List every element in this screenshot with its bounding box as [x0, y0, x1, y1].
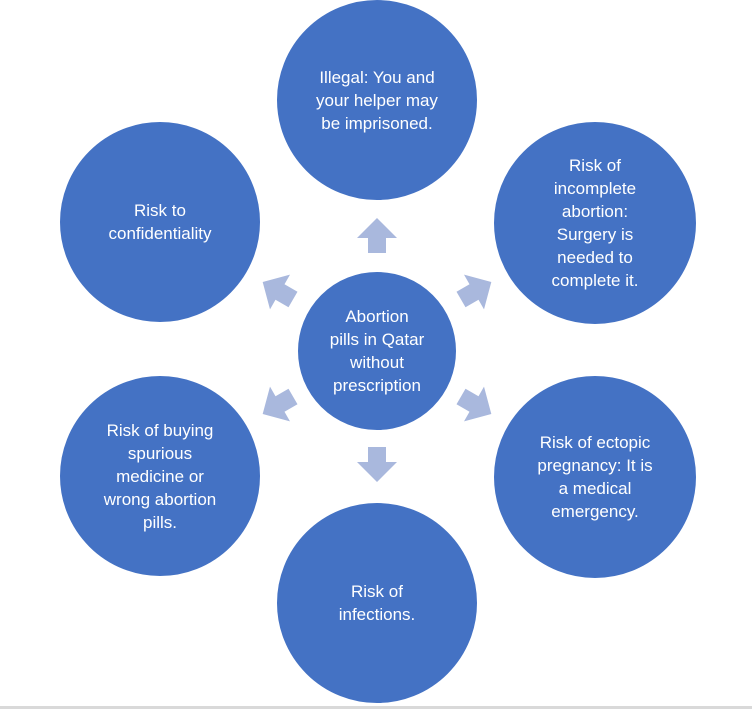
node-illegal: Illegal: You and your helper may be impr…	[275, 0, 479, 202]
node-infections: Risk of infections.	[275, 501, 479, 705]
node-illegal-label: Illegal: You and your helper may be impr…	[316, 67, 438, 133]
arrow-to-bottom-right	[456, 386, 492, 422]
node-spurious-medicine-label: Risk of buying spurious medicine or wron…	[103, 420, 217, 532]
arrow-to-top-right	[456, 274, 492, 310]
node-incomplete-abortion: Risk of incomplete abortion: Surgery is …	[492, 120, 698, 326]
node-spurious-medicine: Risk of buying spurious medicine or wron…	[58, 374, 262, 578]
arrow-to-top-left	[262, 274, 298, 310]
node-incomplete-abortion-label: Risk of incomplete abortion: Surgery is …	[551, 156, 639, 290]
node-ectopic-pregnancy-label: Risk of ectopic pregnancy: It is a medic…	[537, 433, 653, 521]
bottom-divider	[0, 706, 752, 709]
node-confidentiality: Risk to confidentiality	[58, 120, 262, 324]
arrow-to-bottom-left	[262, 386, 298, 422]
center-node-label: Abortion pills in Qatar without prescrip…	[329, 307, 425, 395]
node-ectopic-pregnancy: Risk of ectopic pregnancy: It is a medic…	[492, 374, 698, 580]
node-confidentiality-label: Risk to confidentiality	[108, 201, 212, 243]
center-node: Abortion pills in Qatar without prescrip…	[296, 270, 458, 432]
arrow-to-top	[357, 218, 397, 253]
node-infections-label: Risk of infections.	[338, 582, 416, 624]
arrow-to-bottom	[357, 447, 397, 482]
